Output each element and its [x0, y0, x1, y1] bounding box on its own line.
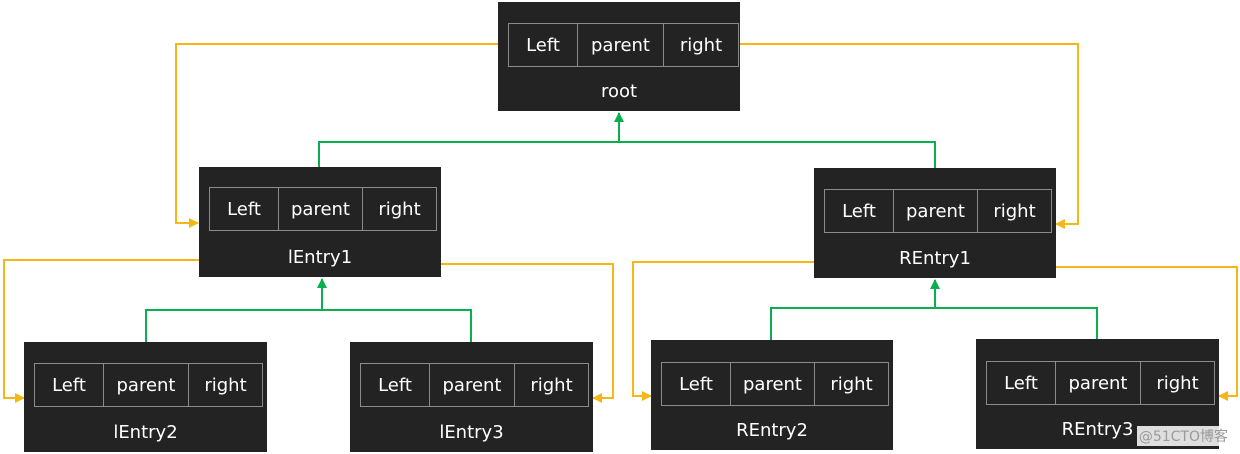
right-field: right — [514, 364, 588, 406]
watermark: @51CTO博客 — [1136, 426, 1230, 446]
left-field: Left — [679, 373, 713, 395]
parent-field: parent — [1055, 362, 1140, 404]
node-rentry1: Left parent right REntry1 — [814, 168, 1056, 278]
parent-field: parent — [730, 363, 814, 405]
node-root: Left parent right root — [498, 2, 740, 111]
link-lentry1-parent-to-root — [318, 112, 624, 189]
node-lentry3: Left parent right lEntry3 — [350, 342, 593, 452]
parent-field: parent — [429, 364, 514, 406]
left-field: Left — [378, 374, 412, 396]
right-field: right — [188, 364, 262, 406]
node-lentry1: Left parent right lEntry1 — [199, 167, 441, 277]
parent-field: parent — [893, 190, 977, 232]
left-field: Left — [842, 200, 876, 222]
node-fields: Left parent right — [824, 189, 1052, 233]
node-label: lEntry1 — [287, 247, 353, 268]
parent-field: parent — [577, 24, 663, 66]
node-fields: Left parent right — [986, 361, 1215, 405]
right-field: right — [1140, 362, 1214, 404]
parent-field: parent — [278, 188, 362, 230]
link-lentry2-parent-to-lentry1 — [145, 278, 327, 364]
right-field: right — [977, 190, 1051, 232]
link-root-right-to-rentry1 — [737, 43, 1079, 229]
right-field: right — [663, 24, 738, 66]
link-rentry2-parent-to-rentry1 — [770, 279, 940, 364]
node-fields: Left parent right — [34, 363, 263, 407]
node-label: REntry1 — [899, 248, 971, 269]
left-field: Left — [227, 198, 261, 220]
left-field: Left — [52, 374, 86, 396]
node-fields: Left parent right — [209, 187, 437, 231]
node-fields: Left parent right — [360, 363, 589, 407]
node-label: lEntry2 — [113, 422, 178, 443]
node-rentry2: Left parent right REntry2 — [651, 340, 893, 450]
node-label: root — [600, 81, 638, 102]
node-fields: Left parent right — [661, 362, 889, 406]
node-label: REntry2 — [736, 420, 808, 441]
right-field: right — [362, 188, 436, 230]
right-field: right — [814, 363, 888, 405]
node-label: REntry3 — [1061, 419, 1134, 440]
node-fields: Left parent right — [508, 23, 739, 67]
link-root-left-to-lentry1 — [175, 43, 509, 228]
parent-field: parent — [103, 364, 188, 406]
left-field: Left — [526, 34, 560, 56]
left-field: Left — [1004, 372, 1038, 394]
node-label: lEntry3 — [439, 422, 504, 443]
node-lentry2: Left parent right lEntry2 — [24, 342, 267, 452]
